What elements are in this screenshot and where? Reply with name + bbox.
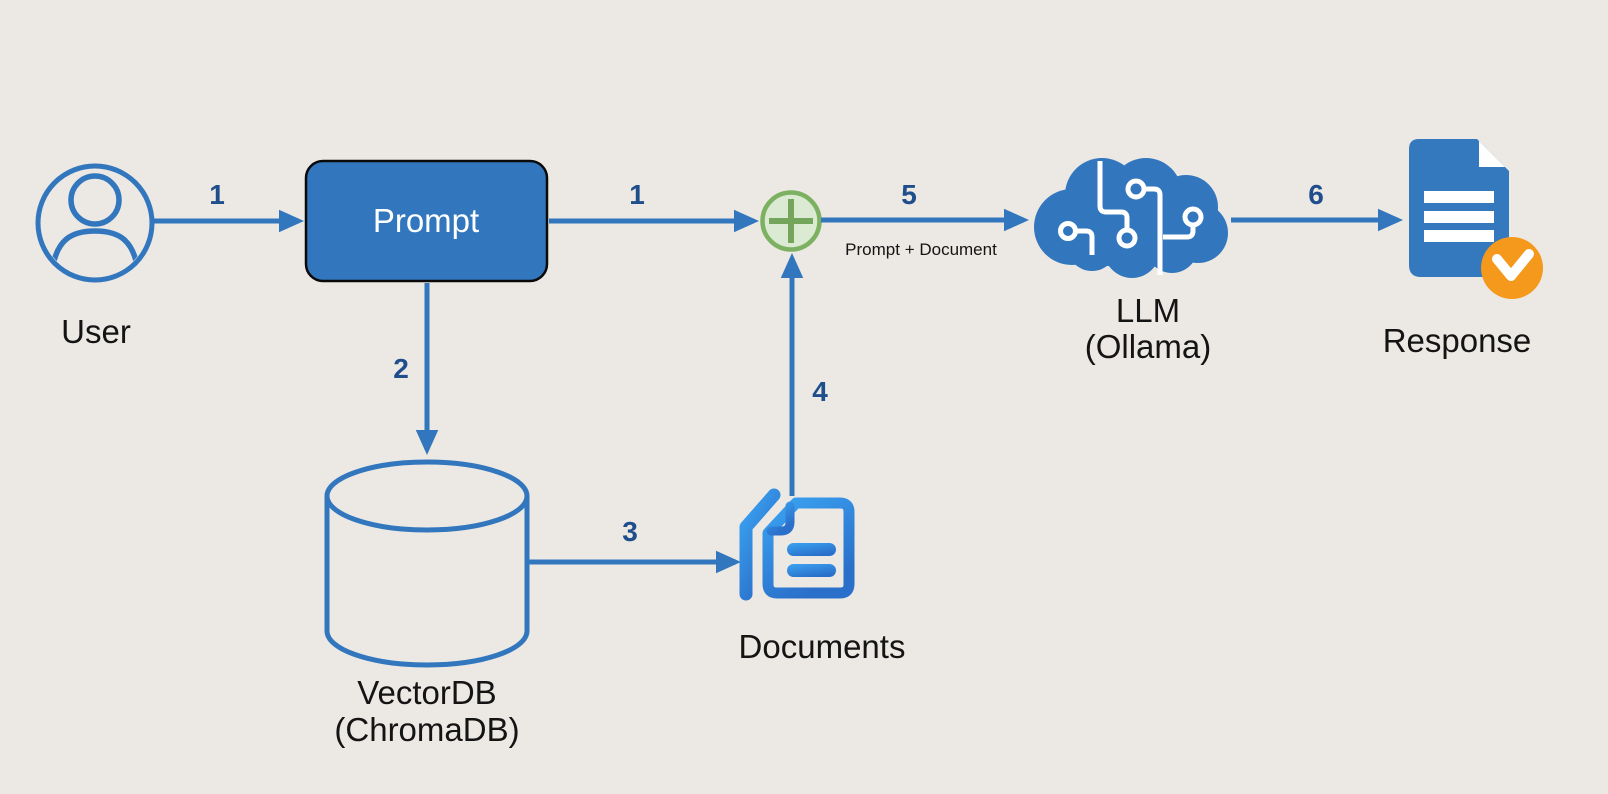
edge-vectordb-to-documents: 3 — [529, 516, 741, 574]
llm-node: LLM (Ollama) — [1034, 158, 1228, 365]
response-label: Response — [1383, 322, 1532, 359]
documents-label: Documents — [739, 628, 906, 665]
documents-node: Documents — [739, 488, 906, 665]
edge-label-5: 5 — [901, 179, 917, 210]
vectordb-label: VectorDB — [357, 674, 496, 711]
edge-sublabel-prompt-plus-document: Prompt + Document — [845, 240, 997, 259]
edge-label-6: 6 — [1308, 179, 1324, 210]
edge-label-1b: 1 — [629, 179, 645, 210]
brain-circuit-icon — [1034, 158, 1228, 278]
user-icon — [35, 163, 155, 283]
response-node: Response — [1383, 139, 1543, 359]
prompt-node: Prompt — [304, 159, 549, 283]
edge-merge-to-llm: 5 Prompt + Document — [821, 179, 1029, 259]
edge-label-2: 2 — [393, 353, 409, 384]
documents-icon — [739, 488, 855, 601]
edge-documents-to-merge: 4 — [780, 253, 828, 496]
edge-prompt-to-merge: 1 — [549, 179, 759, 233]
user-label: User — [61, 313, 131, 350]
edge-label-4: 4 — [812, 376, 828, 407]
llm-sublabel: (Ollama) — [1085, 328, 1212, 365]
user-node: User — [35, 163, 155, 350]
plus-merge-icon — [760, 190, 822, 252]
edge-prompt-to-vectordb: 2 — [393, 283, 439, 455]
merge-node — [760, 190, 822, 252]
document-check-icon — [1409, 139, 1543, 299]
edge-label-1a: 1 — [209, 179, 225, 210]
vectordb-sublabel: (ChromaDB) — [334, 711, 519, 748]
edge-llm-to-response: 6 — [1231, 179, 1403, 232]
database-cylinder-icon — [324, 459, 530, 668]
vectordb-node: VectorDB (ChromaDB) — [324, 459, 530, 748]
edge-label-3: 3 — [622, 516, 638, 547]
llm-label: LLM — [1116, 292, 1180, 329]
edge-user-to-prompt: 1 — [153, 179, 304, 233]
prompt-label: Prompt — [373, 202, 479, 239]
